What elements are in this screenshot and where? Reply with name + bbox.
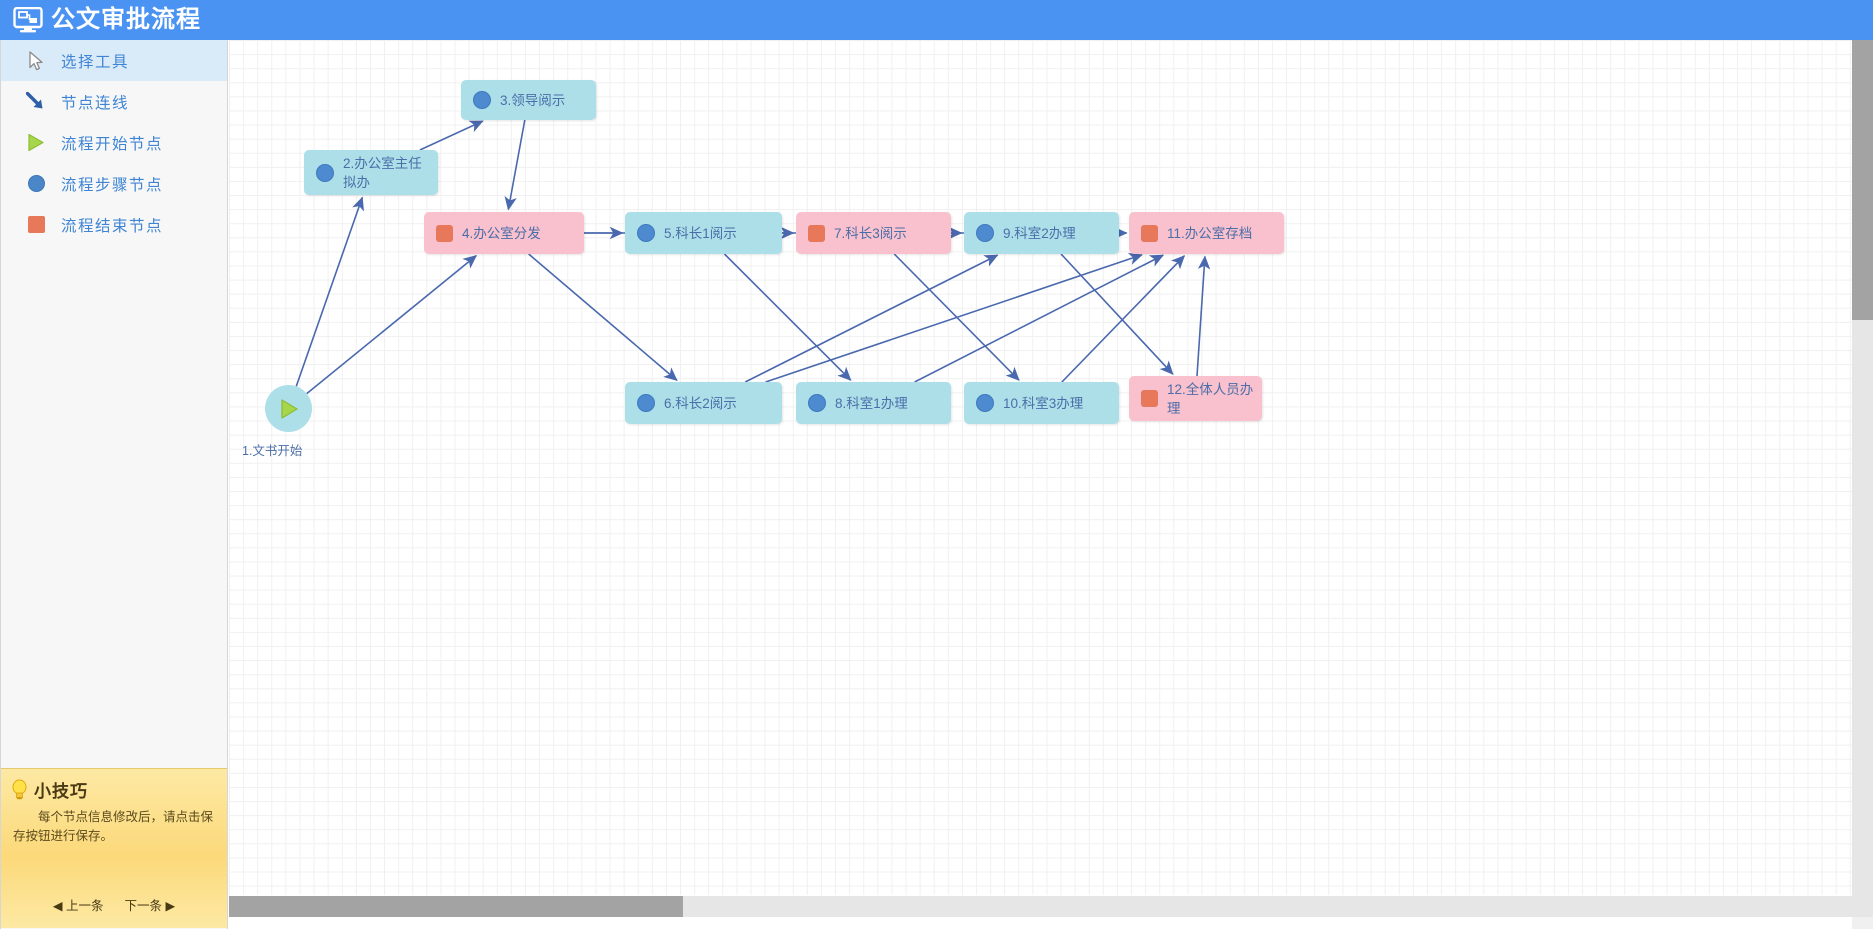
node-12[interactable]: 12.全体人员办理 <box>1129 376 1262 421</box>
green-play-triangle-icon <box>21 133 51 152</box>
edge-6-to-9[interactable] <box>744 254 999 383</box>
node-3[interactable]: 3.领导阅示 <box>461 80 596 120</box>
node-label: 6.科长2阅示 <box>664 395 737 411</box>
vertical-scrollbar[interactable] <box>1852 40 1873 917</box>
red-square-icon <box>1141 224 1158 242</box>
cursor-arrow-icon <box>21 50 51 71</box>
edge-1-to-4[interactable] <box>306 254 478 395</box>
node-label: 12.全体人员办理 <box>1167 381 1254 416</box>
tips-next-button[interactable]: 下一条 ▶ <box>124 899 176 913</box>
red-square-icon <box>1141 390 1158 407</box>
sidebar-item-label: 流程开始节点 <box>61 135 164 153</box>
node-label: 9.科室2办理 <box>1003 225 1076 241</box>
node-label: 4.办公室分发 <box>462 225 541 241</box>
edge-5-to-8[interactable] <box>723 253 852 381</box>
node-2[interactable]: 2.办公室主任拟办 <box>304 150 438 195</box>
node-7[interactable]: 7.科长3阅示 <box>796 212 951 254</box>
blue-circle-icon <box>976 394 994 412</box>
sidebar-item-end-node[interactable]: 流程结束节点 <box>1 204 227 245</box>
lightbulb-icon <box>12 779 27 800</box>
node-label: 7.科长3阅示 <box>834 225 907 241</box>
edge-6-to-11[interactable] <box>765 252 1143 383</box>
sidebar-item-step-node[interactable]: 流程步骤节点 <box>1 163 227 204</box>
scrollbar-corner <box>1852 917 1873 929</box>
edge-7-to-10[interactable] <box>893 253 1020 381</box>
node-start-label: 1.文书开始 <box>242 444 303 458</box>
horizontal-scrollbar[interactable] <box>229 896 1858 917</box>
tips-prev-button[interactable]: ◀ 上一条 <box>52 899 104 913</box>
flowchart: 1.文书开始 2.办公室主任拟办 3.领导阅示 4.办公室分发 5.科长1阅示 6.科长2… <box>229 40 1858 895</box>
blue-circle-icon <box>637 394 655 412</box>
blue-circle-icon <box>637 224 655 242</box>
tips-panel: 小技巧 每个节点信息修改后，请点击保存按钮进行保存。 ◀ 上一条 下一条 ▶ <box>1 768 227 928</box>
edge-layer <box>295 119 1211 395</box>
sidebar-item-label: 节点连线 <box>61 94 130 112</box>
blue-circle-icon <box>808 394 826 412</box>
node-start-1[interactable] <box>265 385 312 432</box>
edge-4-to-6[interactable] <box>528 253 678 382</box>
vertical-scroll-thumb[interactable] <box>1852 40 1873 320</box>
edge-12-to-11[interactable] <box>1196 255 1211 377</box>
blue-circle-icon <box>316 163 334 182</box>
flowchart-monitor-icon <box>13 7 43 33</box>
node-label: 2.办公室主任拟办 <box>343 155 422 190</box>
blue-circle-icon <box>976 224 994 242</box>
node-8[interactable]: 8.科室1办理 <box>796 382 951 424</box>
blue-circle-icon <box>473 91 491 109</box>
node-6[interactable]: 6.科长2阅示 <box>625 382 782 424</box>
tips-header: 小技巧 <box>1 769 227 802</box>
canvas-grid <box>229 40 1858 895</box>
sidebar-item-node-connector[interactable]: 节点连线 <box>1 81 227 122</box>
red-square-icon <box>21 216 51 233</box>
node-9[interactable]: 9.科室2办理 <box>964 212 1119 254</box>
app-titlebar: 公文审批流程 <box>0 0 1873 40</box>
red-square-icon <box>808 224 825 242</box>
page-title: 公文审批流程 <box>51 6 201 33</box>
sidebar-item-start-node[interactable]: 流程开始节点 <box>1 122 227 163</box>
blue-circle-icon <box>21 175 51 192</box>
edge-10-to-11[interactable] <box>1061 255 1186 383</box>
connector-arrow-icon <box>21 92 51 111</box>
edge-1-to-2[interactable] <box>295 196 364 387</box>
red-square-icon <box>436 224 453 242</box>
diagram-canvas[interactable]: 1.文书开始 2.办公室主任拟办 3.领导阅示 4.办公室分发 5.科长1阅示 6.科长2… <box>229 40 1858 929</box>
node-11[interactable]: 11.办公室存档 <box>1129 212 1284 254</box>
tips-nav: ◀ 上一条 下一条 ▶ <box>1 895 227 914</box>
node-label: 5.科长1阅示 <box>664 225 737 241</box>
sidebar-item-label: 流程结束节点 <box>61 217 164 235</box>
sidebar-item-label: 流程步骤节点 <box>61 176 164 194</box>
node-label: 8.科室1办理 <box>835 395 908 411</box>
node-4[interactable]: 4.办公室分发 <box>424 212 584 254</box>
tips-body: 每个节点信息修改后，请点击保存按钮进行保存。 <box>13 810 214 843</box>
edge-9-to-12[interactable] <box>1060 253 1174 375</box>
node-label: 3.领导阅示 <box>500 92 566 108</box>
sidebar-item-select-tool[interactable]: 选择工具 <box>1 40 227 81</box>
green-play-triangle-icon <box>280 398 298 419</box>
edge-8-to-11[interactable] <box>914 254 1164 383</box>
sidebar-item-label: 选择工具 <box>61 53 130 71</box>
node-label: 10.科室3办理 <box>1003 395 1084 411</box>
edge-3-to-4[interactable] <box>504 119 526 211</box>
tips-title: 小技巧 <box>34 782 88 801</box>
node-5[interactable]: 5.科长1阅示 <box>625 212 782 254</box>
horizontal-scroll-thumb[interactable] <box>229 896 683 917</box>
node-10[interactable]: 10.科室3办理 <box>964 382 1119 424</box>
edge-2-to-3[interactable] <box>419 120 484 151</box>
node-label: 11.办公室存档 <box>1167 225 1253 241</box>
